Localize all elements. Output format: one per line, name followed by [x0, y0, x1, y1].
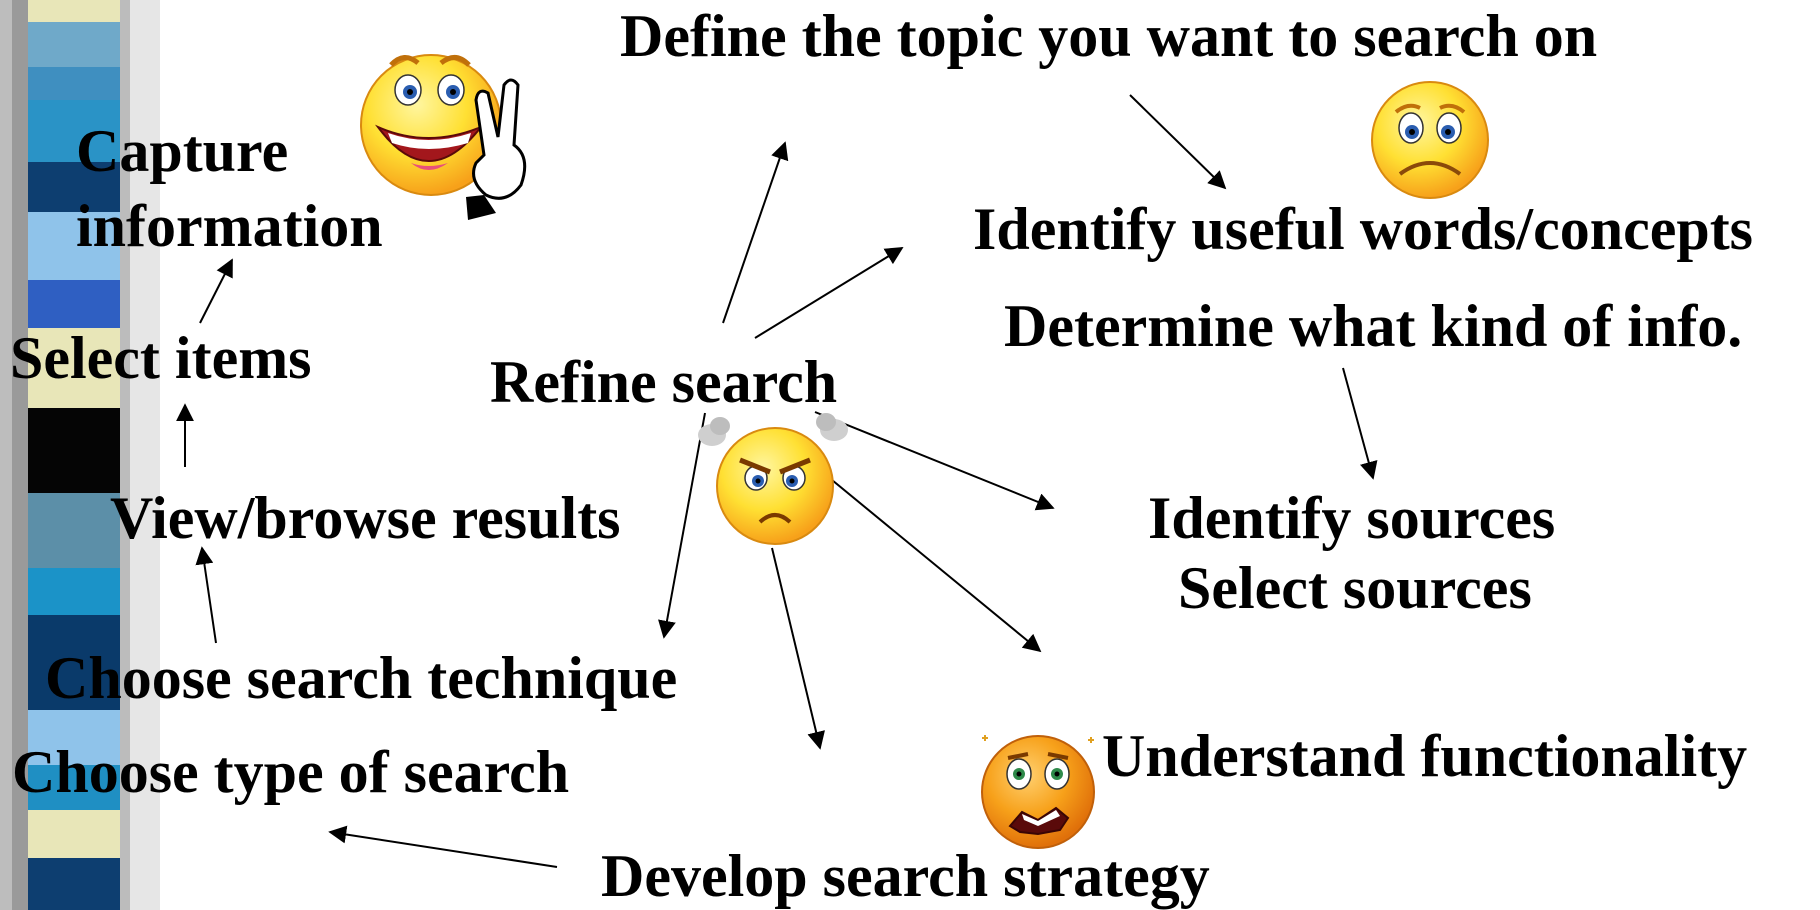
- step-capture-line2: information: [76, 193, 383, 259]
- arrow-strategy-to-type: [328, 825, 558, 868]
- arrow-refine-to-define: [722, 141, 789, 324]
- step-identify-sources: Identify sources: [1148, 485, 1556, 551]
- step-capture-line1: Capture: [76, 118, 289, 184]
- arrow-refine-to-strategy: [771, 547, 825, 750]
- arrow-refine-to-functionality: [831, 479, 1042, 653]
- scared-smiley-icon: [981, 735, 1095, 849]
- happy-smiley-icon: [360, 54, 527, 220]
- step-choose-type: Choose type of search: [12, 739, 570, 805]
- step-refine-search: Refine search: [490, 349, 838, 415]
- step-identify-words: Identify useful words/concepts: [973, 196, 1754, 262]
- angry-smiley-icon: [698, 413, 848, 545]
- arrow-select-to-capture: [199, 258, 233, 324]
- decorative-stripe: [0, 0, 160, 910]
- step-choose-technique: Choose search technique: [45, 645, 678, 711]
- arrow-define-to-identify: [1129, 94, 1227, 190]
- arrow-determine-to-sources: [1342, 367, 1378, 480]
- step-view-results: View/browse results: [110, 485, 621, 551]
- arrow-refine-to-identify-words: [754, 247, 904, 339]
- step-select-sources: Select sources: [1178, 555, 1532, 621]
- arrow-technique-to-view: [195, 546, 217, 644]
- worried-smiley-icon: [1371, 81, 1489, 199]
- step-understand-functionality: Understand functionality: [1102, 723, 1748, 789]
- step-define-topic: Define the topic you want to search on: [620, 3, 1598, 69]
- step-determine-info: Determine what kind of info.: [1004, 293, 1743, 359]
- step-select-items: Select items: [10, 325, 312, 391]
- step-develop-strategy: Develop search strategy: [601, 843, 1210, 909]
